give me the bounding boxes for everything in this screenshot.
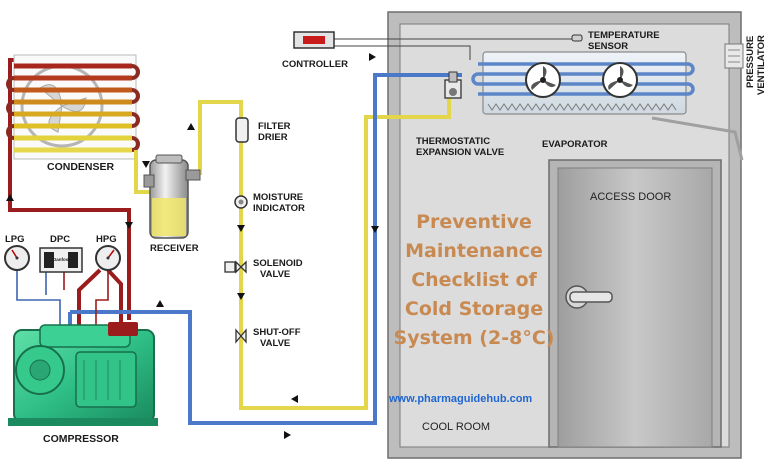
receiver [143,154,201,239]
moisture-indicator-label: MOISTURE [253,192,303,203]
controller [293,31,335,49]
hpg-label: HPG [96,234,117,245]
evaporator-fins [487,103,677,111]
filter-drier-label: FILTER [258,121,291,132]
title-line-3: Checklist of [411,269,537,291]
shut-off-valve-label: SHUT-OFF [253,327,301,338]
filter-drier [235,117,249,143]
cool-room-label: COOL ROOM [422,421,490,433]
moisture-indicator-icon [234,195,248,209]
evaporator-fan-icon [602,62,638,98]
solenoid-valve-icon [224,260,247,274]
shut-off-valve-label-2: VALVE [260,338,290,349]
title-line-4: Cold Storage [405,298,543,320]
expansion-valve-icon [444,71,462,99]
dpc-switch [39,247,83,273]
gauge-lines [16,268,109,330]
pressure-ventilator-label: PRESSURE [745,36,756,88]
access-door-label: ACCESS DOOR [590,191,671,203]
condenser-label: CONDENSER [47,161,115,173]
expansion-valve-label-2: EXPANSION VALVE [416,147,504,158]
condenser [6,54,140,160]
expansion-valve-label: THERMOSTATIC [416,136,490,147]
temperature-sensor-label: TEMPERATURE [588,30,660,41]
page-title: Preventive Maintenance Checklist of Cold… [394,211,555,349]
evaporator-fan-icon [525,62,561,98]
receiver-label: RECEIVER [150,243,199,254]
controller-wiring [334,38,573,60]
hpg-gauge-icon [95,245,121,271]
dpc-brand-logo: Danfoss [53,257,71,262]
solenoid-valve-label-2: VALVE [260,269,290,280]
moisture-indicator-label-2: INDICATOR [253,203,305,214]
temperature-sensor-label-2: SENSOR [588,41,628,52]
compressor-label: COMPRESSOR [43,433,119,445]
title-line-5: System (2-8°C) [394,327,555,349]
solenoid-valve-label: SOLENOID [253,258,303,269]
evaporator-label: EVAPORATOR [542,139,608,150]
controller-label: CONTROLLER [282,59,348,70]
temperature-sensor-icon [571,34,583,42]
liquid-line [134,96,451,410]
evaporator [471,51,695,115]
flow-arrows [6,53,379,439]
lpg-gauge-icon [4,245,30,271]
website-link[interactable]: www.pharmaguidehub.com [388,393,532,405]
title-line-2: Maintenance [405,240,543,262]
lpg-label: LPG [5,234,25,245]
access-door[interactable] [548,159,722,448]
pressure-ventilator [651,43,744,161]
title-line-1: Preventive [416,211,532,233]
compressor [8,322,158,426]
filter-drier-label-2: DRIER [258,132,288,143]
shut-off-valve-icon [235,328,247,344]
pressure-ventilator-label-2: VENTILATOR [756,35,767,95]
evaporator-coil [471,62,695,96]
dpc-label: DPC [50,234,70,245]
door-handle-icon[interactable] [565,285,613,309]
